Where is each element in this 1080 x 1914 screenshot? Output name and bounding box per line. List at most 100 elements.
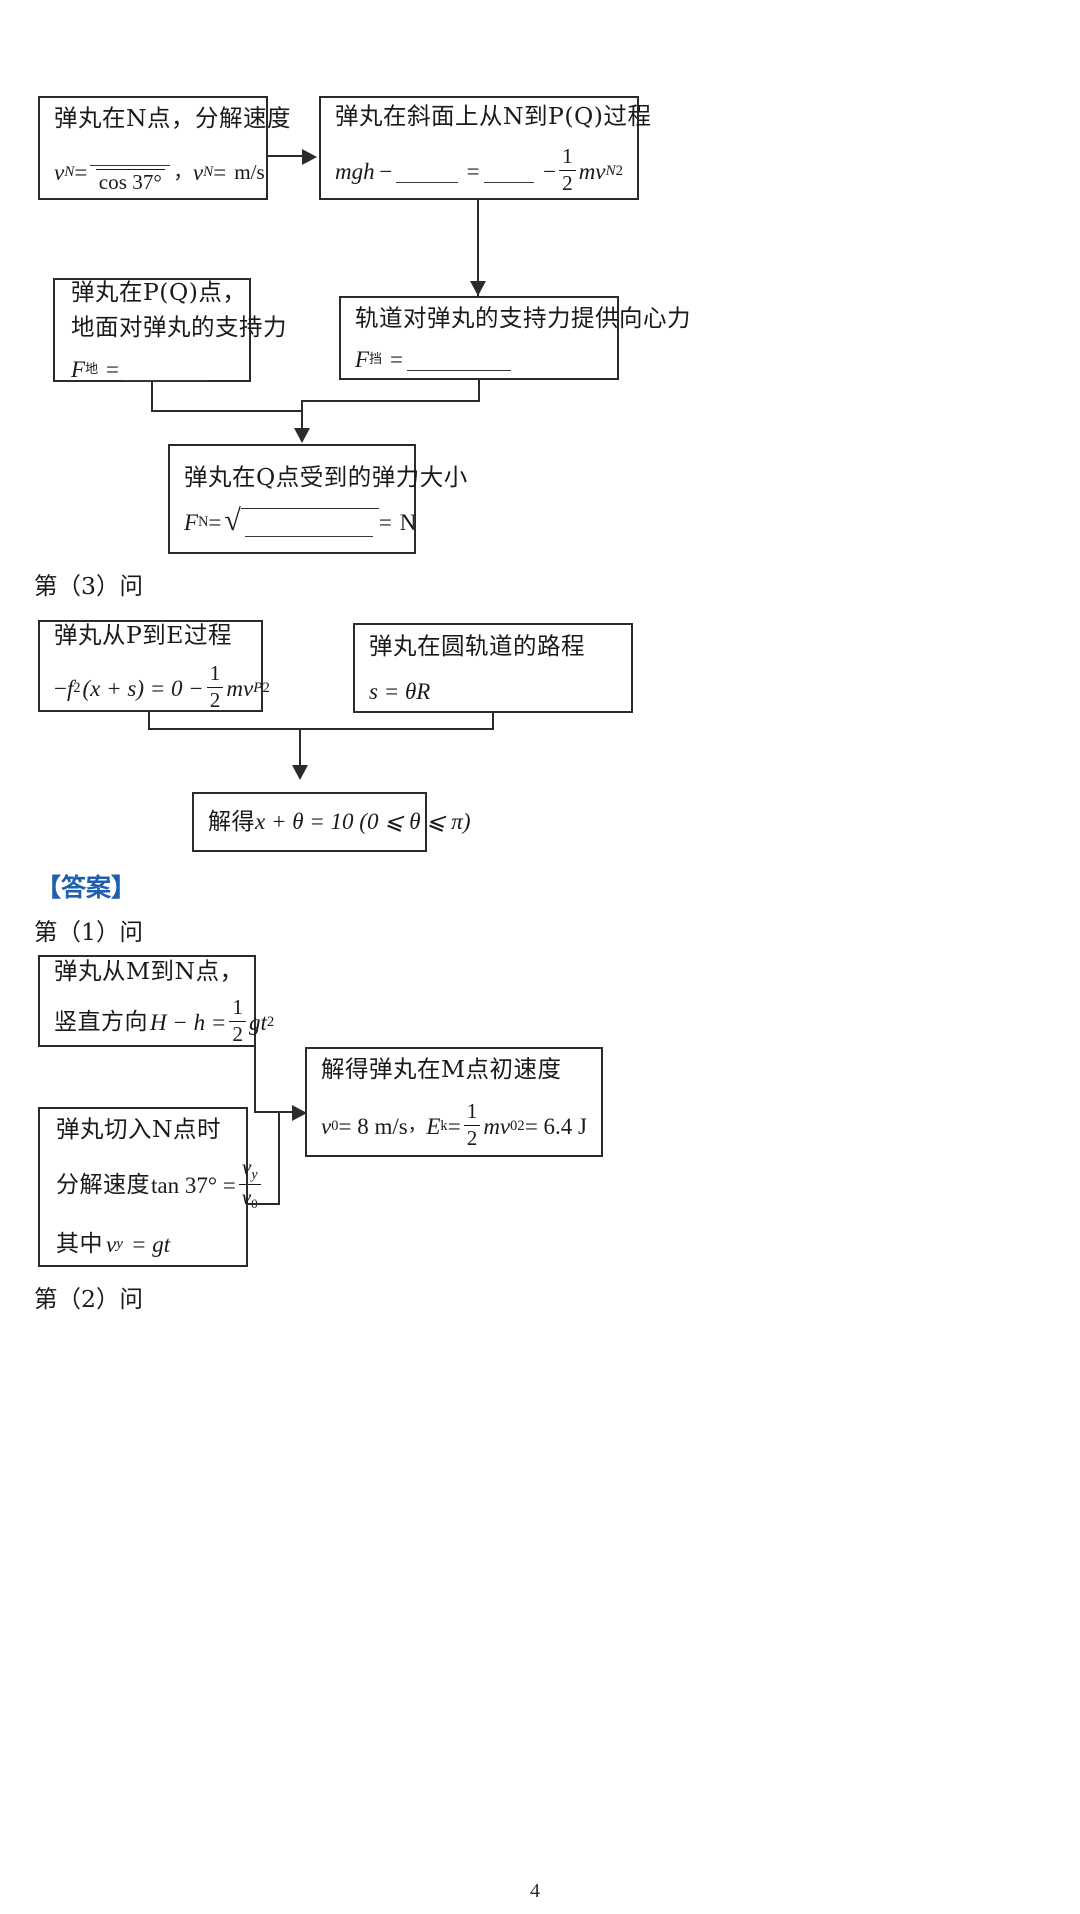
fn-equals-2: = [378, 510, 392, 536]
solve-v0-sym: v [321, 1114, 332, 1140]
track-blank [406, 348, 511, 372]
arrow-q3-to-result [291, 765, 308, 780]
mn-half-den: 2 [229, 1020, 246, 1047]
connector-cut-right [248, 1203, 280, 1206]
connector-track-down [478, 380, 481, 402]
solve-ek-sub: k [440, 1118, 448, 1134]
solve-mv-sup: 2 [517, 1117, 525, 1134]
flow-box-result-formula: 解得 x + θ = 10 (0 ⩽ θ ⩽ π) [208, 805, 470, 840]
ground-f-subscript: 地 [85, 361, 98, 377]
flow-box-arc-formula: s = θR [369, 679, 431, 705]
vn-fraction-blank [90, 149, 171, 166]
cut-vy-eq: = gt [130, 1232, 171, 1258]
cut-frac-den: v0 [238, 1184, 261, 1212]
section-label-a2: 第（2）问 [34, 1285, 143, 1313]
connector-pe-down [148, 712, 151, 730]
connector-to-solve [278, 1111, 300, 1114]
connector-merge-horizontal-2 [301, 400, 480, 403]
energy-half-num: 1 [562, 144, 573, 169]
flow-box-energy-title: 弹丸在斜面上从N到P(Q)过程 [335, 102, 652, 131]
pe-half-num: 1 [209, 661, 221, 686]
fn-symbol: F [184, 510, 199, 536]
pe-half-fraction: 1 2 [206, 661, 224, 713]
solve-v0-sub: 0 [331, 1118, 339, 1134]
fn-radical-blank [244, 514, 373, 538]
cut-frac-den-sym: v [241, 1185, 252, 1210]
flow-box-vn-title: 弹丸在N点，分解速度 [54, 103, 292, 132]
answer-box-cut: 弹丸切入N点时 分解速度 tan 37° = vy v0 其中 vy = gt [38, 1107, 261, 1267]
fn-radical: √ [224, 506, 379, 538]
arrow-merge-to-fn [293, 428, 310, 443]
pe-lead-minus: − [54, 676, 67, 702]
solve-half-num: 1 [466, 1099, 478, 1124]
section-label-q3: 第（3）问 [34, 572, 143, 600]
ground-f-symbol: F [71, 356, 86, 382]
energy-minus: − [379, 159, 393, 185]
cut-frac-num-sym: v [241, 1155, 252, 1180]
solve-mv-sub: 0 [510, 1118, 518, 1134]
result-prefix: 解得 [208, 808, 255, 835]
solve-ek-sym: E [426, 1114, 441, 1140]
fn-subscript: N [198, 513, 209, 530]
connector-ground-down [151, 382, 154, 412]
flow-box-arc: 弹丸在圆轨道的路程 s = θR [353, 623, 633, 713]
vn2-unit: m/s [234, 160, 265, 185]
flow-box-ground-title-2: 地面对弹丸的支持力 [71, 313, 287, 342]
pe-paren-expr: (x + s) = 0 − [82, 676, 204, 702]
vn-comma: ， [173, 160, 193, 184]
connector-arc-down [492, 713, 495, 730]
ground-blank [122, 358, 209, 381]
fn-unit: N [399, 510, 417, 536]
mn-half-fraction: 1 2 [229, 996, 246, 1046]
energy-half-den: 2 [559, 169, 576, 196]
pe-half-den: 2 [206, 686, 224, 713]
mn-equation: H − h = [150, 1010, 227, 1036]
track-f-subscript: 挡 [369, 351, 382, 367]
connector-cut-up [278, 1111, 281, 1205]
vn-fraction-denominator: cos 37° [95, 168, 165, 195]
energy-equals: = [466, 159, 480, 185]
arrow-vn-to-energy [302, 148, 317, 165]
fn-radical-body [240, 508, 379, 538]
vn2-equals: = [213, 160, 227, 186]
answer-heading: 【答案】 [36, 873, 137, 902]
pe-mv: mv [226, 676, 254, 702]
answer-box-solve-title: 解得弹丸在M点初速度 [321, 1055, 562, 1084]
connector-merge-horizontal [151, 410, 303, 413]
ground-equals: = [105, 356, 119, 382]
arrow-energy-to-track [469, 281, 486, 296]
flow-box-track-title: 轨道对弹丸的支持力提供向心力 [355, 303, 691, 332]
track-f-symbol: F [355, 347, 370, 373]
connector-energy-to-track [477, 200, 480, 296]
connector-mn-right [254, 1111, 280, 1114]
solve-mv: mv [483, 1114, 511, 1140]
answer-box-cut-line1: 弹丸切入N点时 [56, 1115, 222, 1144]
cut-frac-num-sub: y [251, 1167, 258, 1183]
pe-f-subscript: 2 [73, 680, 81, 696]
vn-symbol: v [54, 160, 65, 186]
cut-decompose-label: 分解速度 [56, 1172, 150, 1199]
solve-comma: ， [407, 1115, 427, 1137]
solve-ek-equals: = [447, 1114, 461, 1140]
mn-gt: gt [248, 1010, 267, 1036]
fn-equals-1: = [208, 510, 222, 536]
energy-mv: mv [578, 159, 606, 185]
solve-half-den: 2 [463, 1124, 481, 1151]
mn-half-num: 1 [232, 995, 243, 1020]
energy-mv-sub: N [605, 162, 616, 180]
energy-blank-1 [396, 160, 458, 184]
energy-mv-sup: 2 [615, 162, 623, 179]
mn-direction-label: 竖直方向 [54, 1009, 148, 1036]
